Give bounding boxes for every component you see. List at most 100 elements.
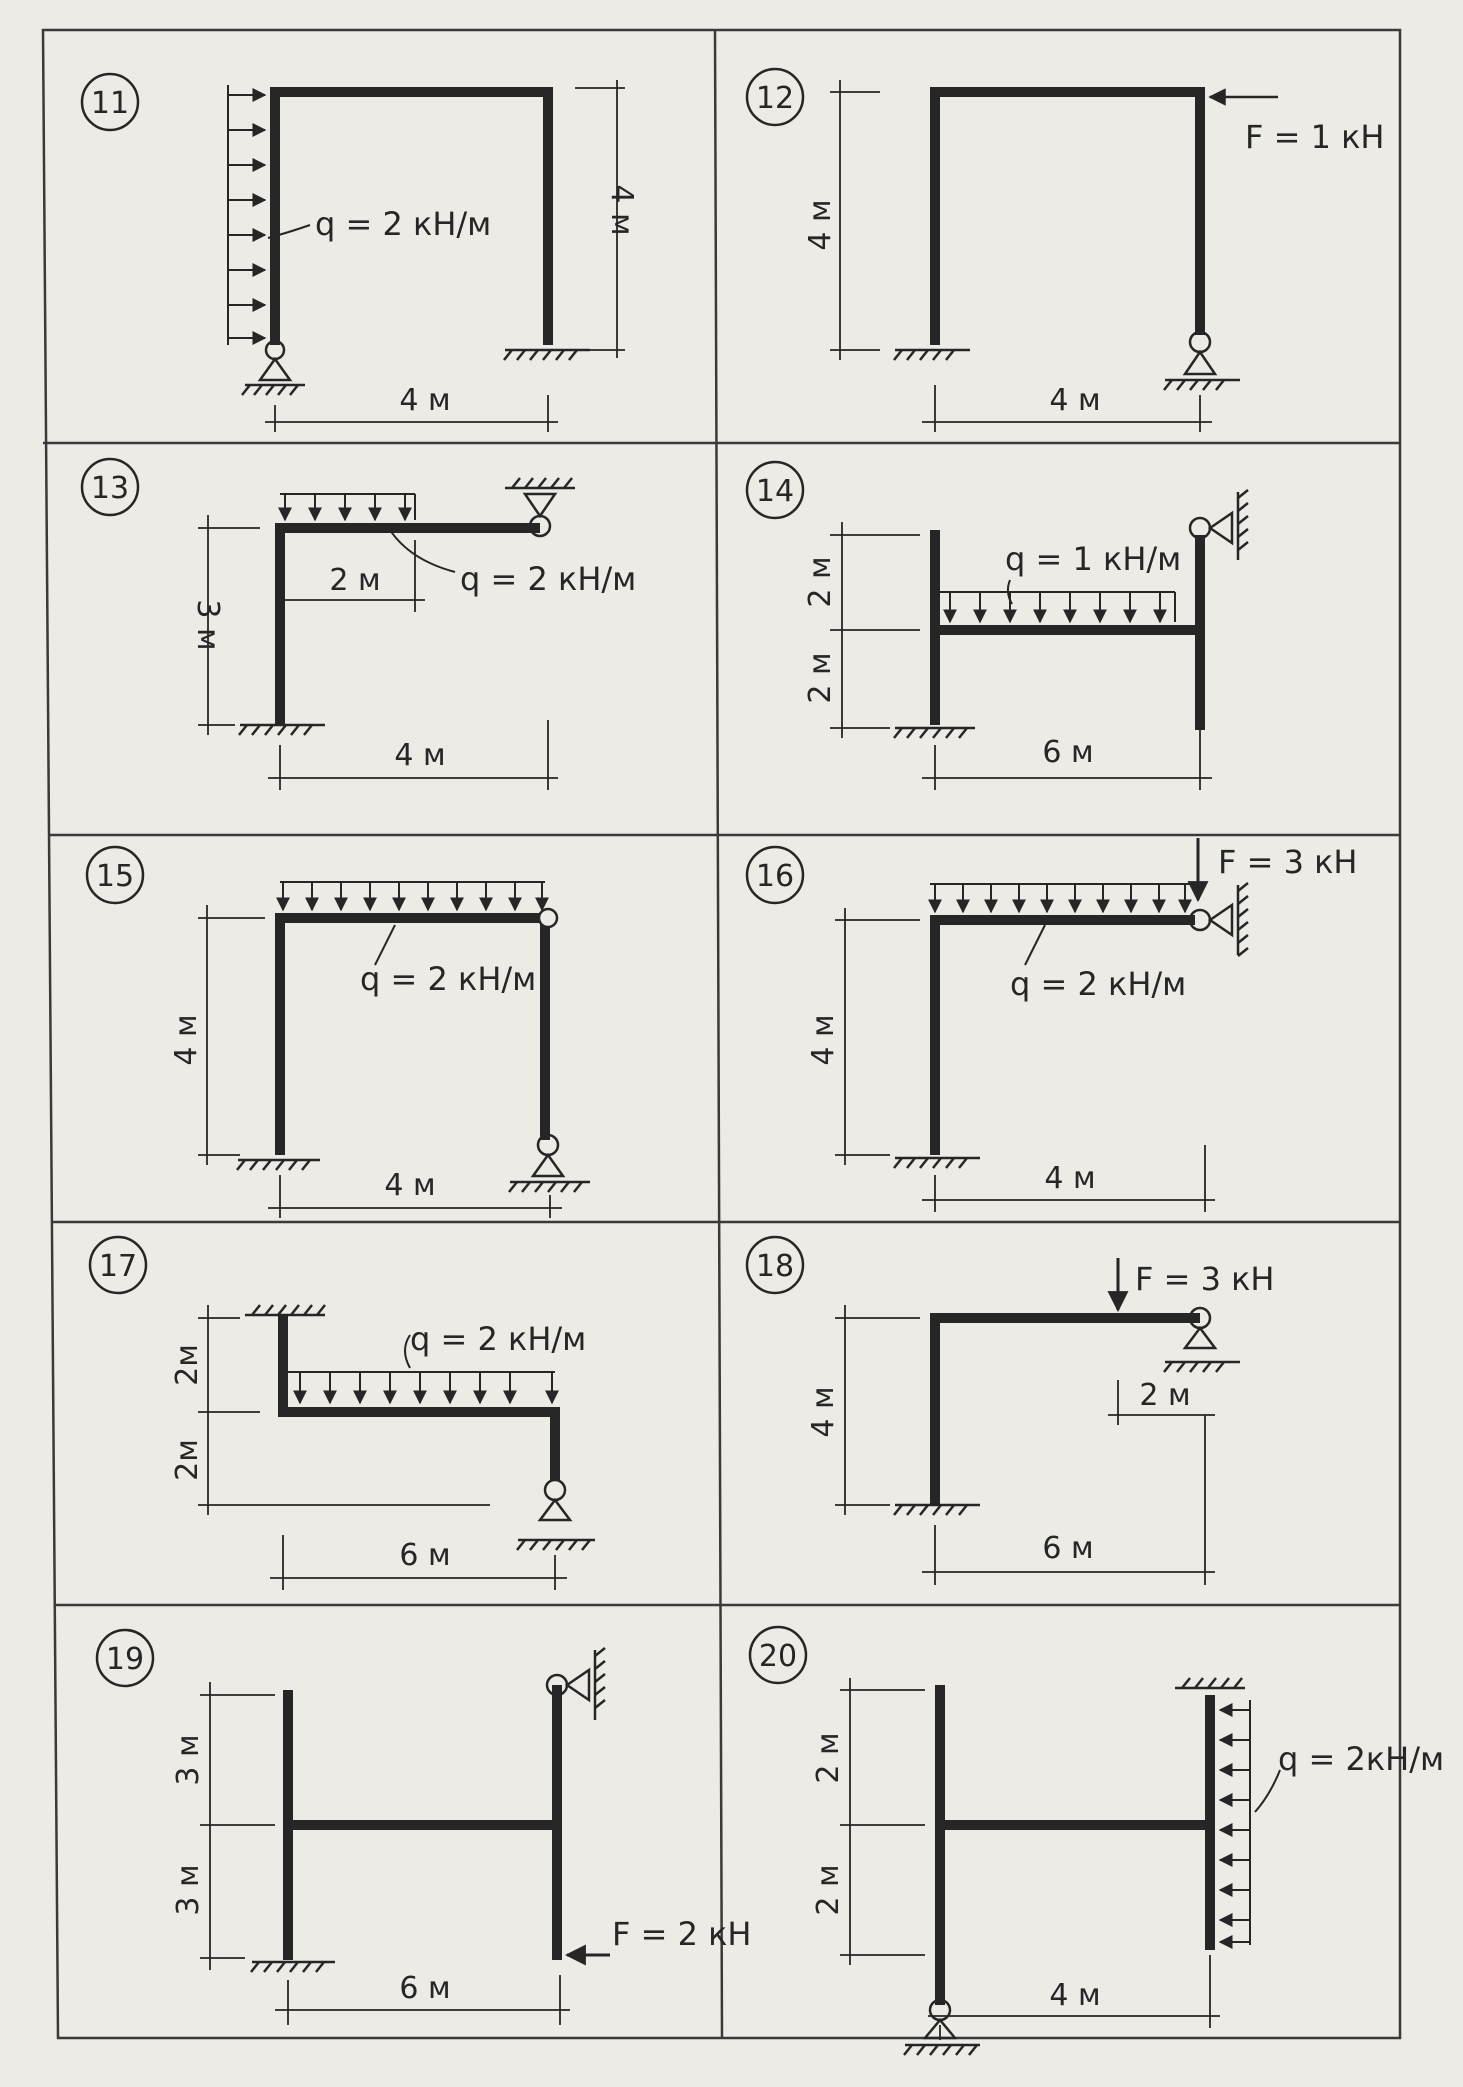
- pin-support: [516, 1478, 595, 1551]
- panel-number-circle: [745, 67, 805, 127]
- panel-number: 13: [91, 471, 129, 506]
- dimension-lines: [265, 80, 625, 432]
- panel-number-circle: [745, 845, 805, 905]
- dim-span: 4 м: [384, 1168, 435, 1203]
- dim-span: 4 м: [1049, 383, 1100, 418]
- panel-17: 17 q = 2 кН/м: [88, 1235, 595, 1590]
- panel-18: 18 F = 3 кН 4 м: [745, 1235, 1274, 1585]
- dim-height-upper: 2м: [170, 1344, 205, 1386]
- panel-number-circle: [748, 1625, 808, 1685]
- fixed-support: [893, 348, 970, 361]
- dim-height-upper: 3 м: [171, 1734, 206, 1785]
- fixed-support: [238, 723, 325, 736]
- distributed-load-arrows: [283, 1334, 559, 1405]
- panel-16: 16 F = 3 кН q = 2 кН/м: [745, 838, 1357, 1212]
- fixed-support-top: [1175, 1677, 1245, 1690]
- pin-support: [1163, 1306, 1240, 1373]
- dim-length: 2 м: [1139, 1378, 1190, 1413]
- panel-number-circle: [80, 457, 140, 517]
- dimension-lines: [840, 1678, 1220, 2040]
- dim-height: 3 м: [190, 599, 225, 650]
- panel-20: 20 q = 2кН/м: [748, 1625, 1444, 2056]
- fixed-support: [893, 1503, 980, 1516]
- frame-members: [278, 1315, 560, 1480]
- panel-12: 12 F = 1 кН 4 м 4 м: [745, 67, 1384, 432]
- pin-support: [903, 1998, 980, 2056]
- frame-members: [270, 87, 553, 345]
- distributed-load-arrows: [276, 881, 549, 966]
- frame-members: [275, 523, 540, 725]
- panel-number-circle: [95, 1628, 155, 1688]
- panel-number: 19: [106, 1642, 144, 1677]
- fixed-support-top: [245, 1304, 326, 1317]
- dim-span: 6 м: [1042, 735, 1093, 770]
- panel-number-circle: [80, 72, 140, 132]
- dim-height: 4 м: [604, 184, 639, 235]
- load-label: q = 2кН/м: [1278, 1740, 1444, 1778]
- dim-span: 4 м: [394, 738, 445, 773]
- fixed-support: [503, 348, 590, 361]
- dim-span: 4 м: [1049, 1978, 1100, 2013]
- distributed-load-arrows: [227, 85, 311, 345]
- load-label-distributed: q = 2 кН/м: [1010, 965, 1186, 1003]
- dim-height: 4 м: [803, 199, 838, 250]
- fixed-support: [893, 726, 975, 739]
- distributed-load-arrows: [278, 493, 456, 573]
- load-label: q = 2 кН/м: [360, 960, 536, 998]
- dim-span: 6 м: [399, 1538, 450, 1573]
- panel-13: 13 q = 2 кН/м: [80, 457, 636, 790]
- load-label-force: F = 3 кН: [1218, 843, 1357, 881]
- dim-height: 4 м: [169, 1014, 204, 1065]
- frame-members: [930, 915, 1195, 1155]
- frame-members: [283, 1685, 562, 1960]
- dim-height-lower: 2 м: [811, 1864, 846, 1915]
- dim-height-upper: 2 м: [811, 1732, 846, 1783]
- panel-15: 15 q = 2 кН/м: [85, 845, 590, 1218]
- dimension-lines: [835, 1305, 1215, 1585]
- panel-14: 14 q = 1 кН/м: [745, 460, 1249, 790]
- load-label: q = 2 кН/м: [460, 560, 636, 598]
- load-label: F = 3 кН: [1135, 1260, 1274, 1298]
- pin-support: [545, 1647, 606, 1720]
- panel-number: 18: [756, 1249, 794, 1284]
- dim-height-lower: 3 м: [171, 1864, 206, 1915]
- dim-height-lower: 2 м: [803, 652, 838, 703]
- fixed-support: [236, 1158, 320, 1171]
- pin-support: [1188, 489, 1249, 560]
- load-label: q = 2 кН/м: [410, 1320, 586, 1358]
- panel-19: 19 F = 2 кН: [95, 1628, 751, 2025]
- load-label: F = 2 кН: [612, 1915, 751, 1953]
- dimension-lines: [198, 1305, 567, 1590]
- dim-span: 6 м: [399, 1971, 450, 2006]
- panel-number-circle: [745, 460, 805, 520]
- dimension-lines: [200, 1682, 570, 2025]
- distributed-load-arrows: [1218, 1700, 1281, 1949]
- dimension-lines: [198, 515, 558, 790]
- frame-members: [930, 1313, 1200, 1505]
- fixed-support: [250, 1960, 335, 1973]
- dimension-lines: [198, 905, 562, 1218]
- distributed-load-arrows: [935, 579, 1176, 624]
- dimension-lines: [835, 908, 1215, 1212]
- dim-span: 4 м: [399, 383, 450, 418]
- dim-height-upper: 2 м: [803, 556, 838, 607]
- pin-support: [1163, 330, 1240, 391]
- load-label: q = 1 кН/м: [1005, 540, 1181, 578]
- pin-support: [241, 339, 305, 396]
- pin-support: [1188, 882, 1249, 957]
- panel-number-circle: [745, 1235, 805, 1295]
- pin-support: [505, 477, 575, 538]
- dimension-lines: [830, 522, 1212, 790]
- load-label: F = 1 кН: [1245, 118, 1384, 156]
- panel-11: 11 q = 2 кН/м: [80, 72, 639, 432]
- distributed-load-arrows: [928, 883, 1192, 966]
- panel-number: 14: [756, 474, 794, 509]
- hinge-top: [537, 907, 559, 929]
- dim-span: 4 м: [1044, 1161, 1095, 1196]
- dim-height-lower: 2м: [170, 1439, 205, 1481]
- panel-number: 17: [99, 1249, 137, 1284]
- pin-support: [508, 1133, 590, 1193]
- dim-span: 6 м: [1042, 1531, 1093, 1566]
- dim-height: 4 м: [806, 1386, 841, 1437]
